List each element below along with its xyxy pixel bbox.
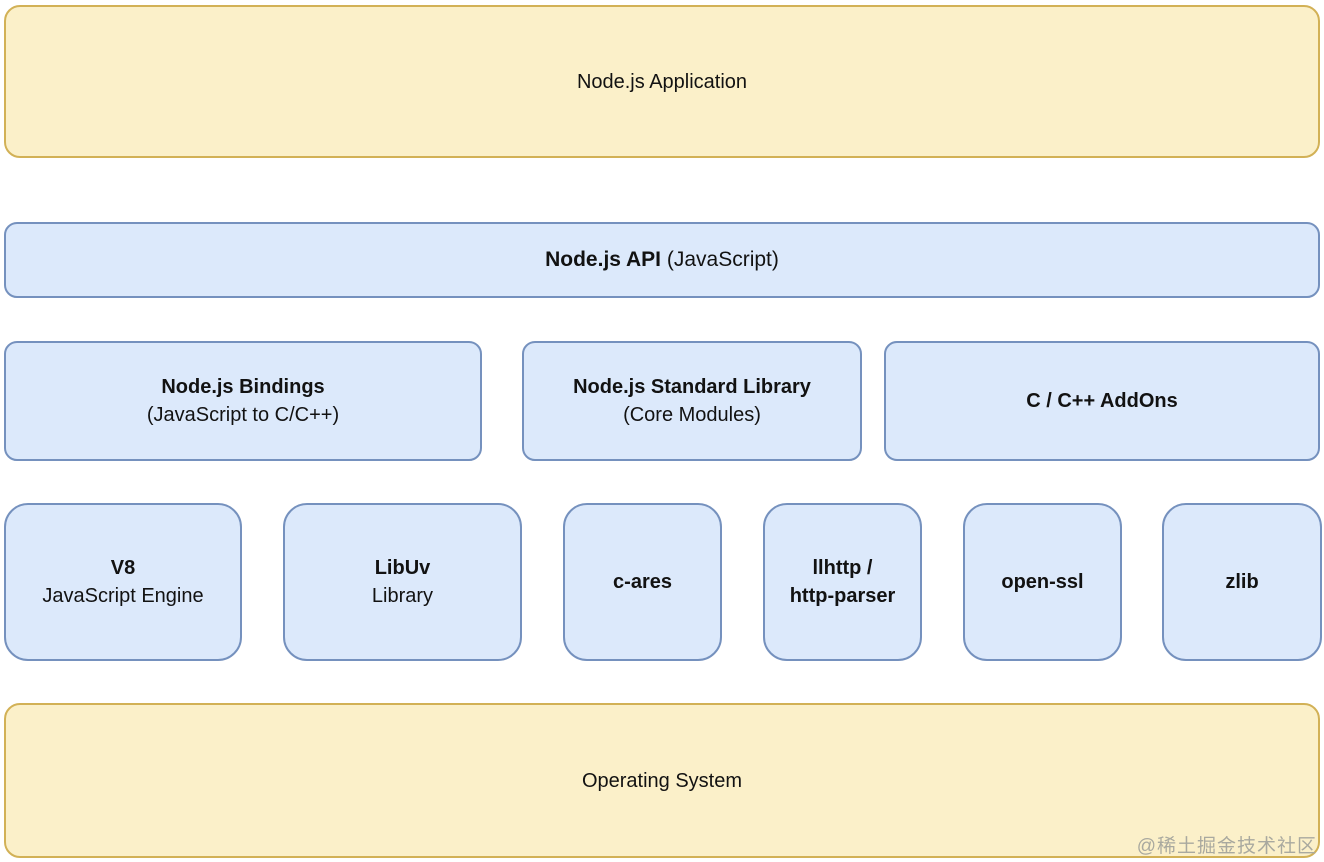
box-c-cpp-addons: C / C++ AddOns <box>884 341 1320 461</box>
v8-label: V8 JavaScript Engine <box>42 557 204 607</box>
nodejs-bindings-label: Node.js Bindings (JavaScript to C/C++) <box>146 376 340 426</box>
box-nodejs-bindings: Node.js Bindings (JavaScript to C/C++) <box>4 341 482 461</box>
zlib-label: zlib <box>1225 571 1259 593</box>
nodejs-api-label: Node.js API (JavaScript) <box>545 248 779 271</box>
operating-system-label: Operating System <box>581 769 743 792</box>
box-zlib: zlib <box>1162 503 1322 661</box>
watermark: @稀土掘金技术社区 <box>1136 836 1317 857</box>
box-nodejs-api: Node.js API (JavaScript) <box>4 222 1320 298</box>
box-llhttp-http-parser: llhttp / http-parser <box>763 503 922 661</box>
nodejs-application-label: Node.js Application <box>576 70 748 93</box>
open-ssl-label: open-ssl <box>1001 571 1084 593</box>
box-open-ssl: open-ssl <box>963 503 1122 661</box>
box-c-ares: c-ares <box>563 503 722 661</box>
box-nodejs-application: Node.js Application <box>4 5 1320 158</box>
c-ares-label: c-ares <box>613 571 672 593</box>
box-v8: V8 JavaScript Engine <box>4 503 242 661</box>
libuv-label: LibUv Library <box>371 557 434 607</box>
c-cpp-addons-label: C / C++ AddOns <box>1026 390 1178 412</box>
llhttp-http-parser-label: llhttp / http-parser <box>789 557 896 607</box>
box-operating-system: Operating System <box>4 703 1320 858</box>
box-libuv: LibUv Library <box>283 503 522 661</box>
box-nodejs-standard-library: Node.js Standard Library (Core Modules) <box>522 341 862 461</box>
nodejs-standard-library-label: Node.js Standard Library (Core Modules) <box>573 376 811 426</box>
